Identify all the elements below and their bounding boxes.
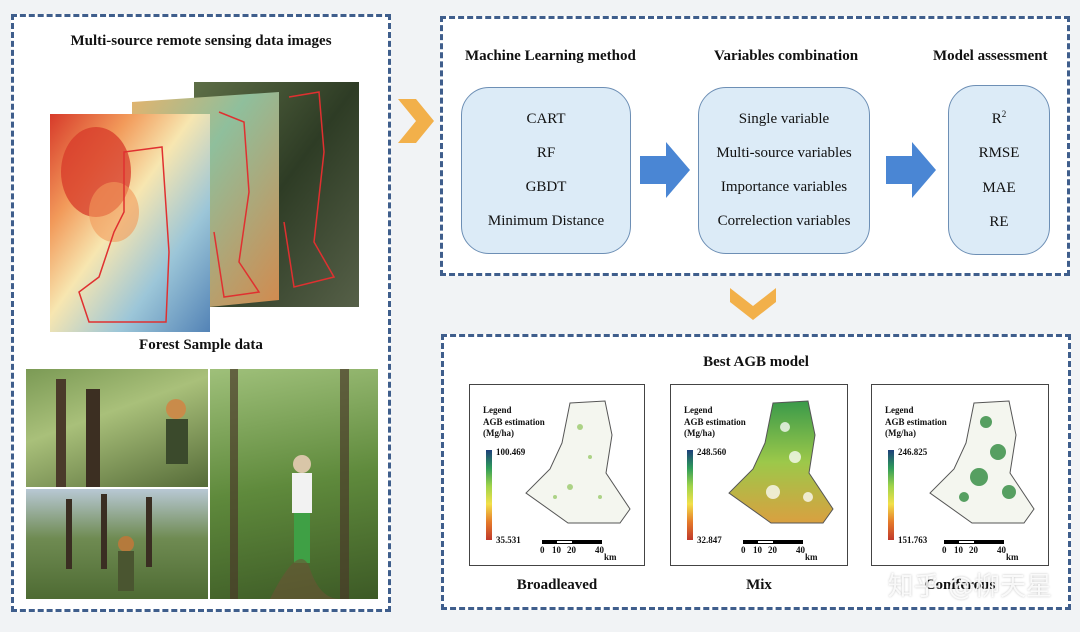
map-legend-label: Legend bbox=[885, 405, 914, 415]
scale-bar bbox=[743, 540, 803, 544]
ml-method-title: Machine Learning method bbox=[465, 48, 636, 64]
scale-tick: 20 bbox=[768, 545, 777, 555]
field-photo-1 bbox=[26, 369, 208, 487]
assessment-item: RE bbox=[989, 214, 1009, 231]
colorbar-max: 246.825 bbox=[898, 447, 928, 457]
field-photo-2 bbox=[26, 489, 208, 599]
assessment-item: RMSE bbox=[978, 145, 1020, 162]
map-caption: Broadleaved bbox=[516, 577, 598, 593]
map-estimation-label: AGB estimation bbox=[885, 417, 947, 427]
scale-unit: km bbox=[805, 552, 818, 562]
best-model-title: Best AGB model bbox=[703, 354, 809, 370]
scale-tick: 10 bbox=[954, 545, 963, 555]
variables-box: Single variable Multi-source variables I… bbox=[698, 87, 870, 254]
variable-item: Multi-source variables bbox=[716, 144, 852, 161]
scale-tick: 40 bbox=[796, 545, 805, 555]
colorbar-min: 32.847 bbox=[697, 535, 722, 545]
scale-tick: 40 bbox=[997, 545, 1006, 555]
remote-sensing-images bbox=[50, 82, 359, 332]
arrow-right-blue-icon bbox=[886, 142, 936, 198]
map-unit-label: (Mg/ha) bbox=[885, 428, 916, 438]
scale-tick: 20 bbox=[969, 545, 978, 555]
scale-tick: 40 bbox=[595, 545, 604, 555]
map-caption: Mix bbox=[746, 577, 772, 593]
colorbar bbox=[687, 450, 693, 540]
variables-title: Variables combination bbox=[714, 48, 859, 64]
map-legend-label: Legend bbox=[684, 405, 713, 415]
agb-map-coniferous: Legend AGB estimation (Mg/ha) 246.825 15… bbox=[871, 384, 1049, 566]
scale-tick: 10 bbox=[753, 545, 762, 555]
forest-sample-title: Forest Sample data bbox=[139, 337, 263, 353]
scale-tick: 0 bbox=[942, 545, 947, 555]
colorbar-max: 100.469 bbox=[496, 447, 526, 457]
field-photo-3 bbox=[210, 369, 378, 599]
arrow-right-blue-icon bbox=[640, 142, 690, 198]
ml-item: GBDT bbox=[525, 179, 567, 196]
study-area-map bbox=[525, 400, 631, 524]
map-legend-label: Legend bbox=[483, 405, 512, 415]
ml-method-box: CART RF GBDT Minimum Distance bbox=[461, 87, 631, 254]
map-caption: Coniferous bbox=[924, 577, 996, 593]
variable-item: Importance variables bbox=[720, 179, 848, 196]
map-unit-label: (Mg/ha) bbox=[684, 428, 715, 438]
map-unit-label: (Mg/ha) bbox=[483, 428, 514, 438]
scale-unit: km bbox=[1006, 552, 1019, 562]
variable-item: Correlection variables bbox=[717, 213, 851, 230]
scale-bar bbox=[944, 540, 1004, 544]
ml-item: Minimum Distance bbox=[487, 213, 605, 230]
ml-item: CART bbox=[526, 110, 566, 127]
remote-sensing-title: Multi-source remote sensing data images bbox=[70, 33, 332, 49]
assessment-item-r2: R2 bbox=[991, 108, 1007, 127]
agb-map-mix: Legend AGB estimation (Mg/ha) 248.560 32… bbox=[670, 384, 848, 566]
colorbar bbox=[486, 450, 492, 540]
colorbar-min: 151.763 bbox=[898, 535, 928, 545]
scale-tick: 0 bbox=[540, 545, 545, 555]
map-estimation-label: AGB estimation bbox=[483, 417, 545, 427]
study-area-map bbox=[929, 400, 1035, 524]
ml-item: RF bbox=[536, 144, 556, 161]
variable-item: Single variable bbox=[738, 110, 830, 127]
scale-tick: 0 bbox=[741, 545, 746, 555]
scale-unit: km bbox=[604, 552, 617, 562]
assessment-box: R2 RMSE MAE RE bbox=[948, 85, 1050, 255]
scale-tick: 20 bbox=[567, 545, 576, 555]
arrow-down-orange-icon bbox=[730, 288, 776, 320]
arrow-right-orange-icon bbox=[398, 99, 434, 143]
map-estimation-label: AGB estimation bbox=[684, 417, 746, 427]
agb-map-broadleaved: Legend AGB estimation (Mg/ha) 100.469 35… bbox=[469, 384, 645, 566]
study-area-map bbox=[728, 400, 834, 524]
scale-tick: 10 bbox=[552, 545, 561, 555]
colorbar-max: 248.560 bbox=[697, 447, 727, 457]
colorbar bbox=[888, 450, 894, 540]
colorbar-min: 35.531 bbox=[496, 535, 521, 545]
scale-bar bbox=[542, 540, 602, 544]
watermark: 知乎 @柳天星 bbox=[887, 572, 1052, 602]
assessment-item: MAE bbox=[982, 179, 1016, 196]
left-panel: Multi-source remote sensing data images … bbox=[11, 14, 391, 612]
assessment-title: Model assessment bbox=[933, 48, 1048, 64]
